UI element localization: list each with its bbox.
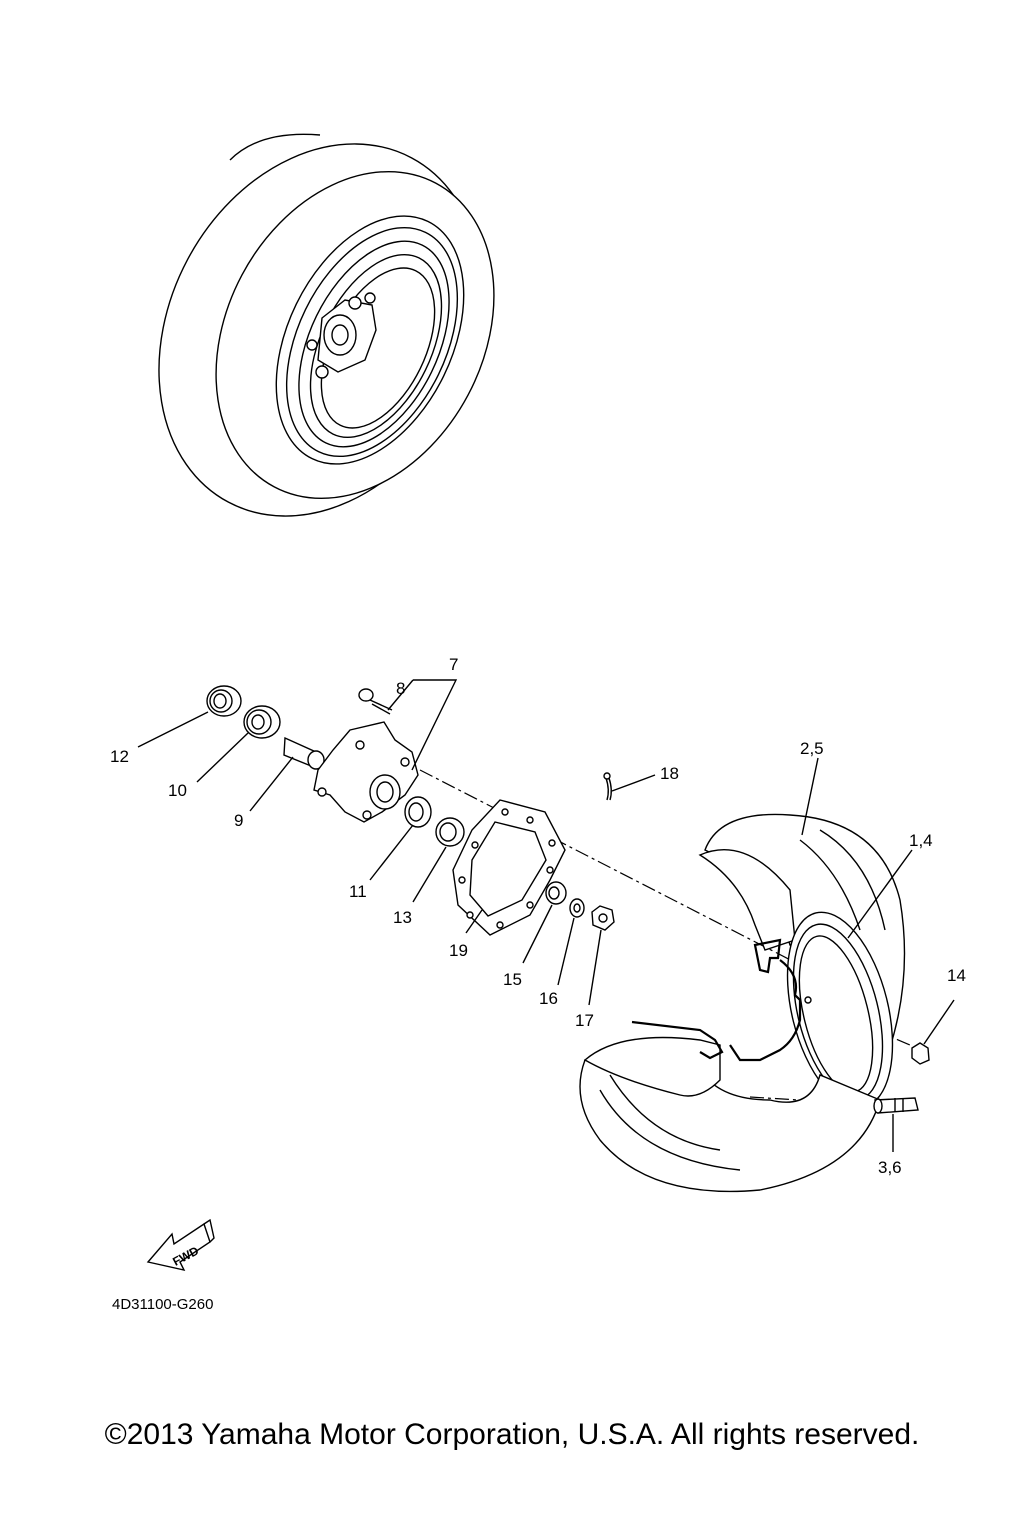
part-14-nut: [911, 1042, 930, 1065]
callout-14: 14: [947, 966, 966, 985]
callout-19: 19: [449, 941, 468, 960]
callout-10: 10: [168, 781, 187, 800]
callout-12: 12: [110, 747, 129, 766]
callout-8: 8: [396, 679, 405, 698]
part-7-hub: [313, 721, 419, 823]
part-19-brake-disc: [452, 799, 566, 936]
callout-16: 16: [539, 989, 558, 1008]
part-11-bearing: [404, 796, 432, 828]
diagram-code: 4D31100-G260: [112, 1296, 213, 1313]
part-16-washer: [569, 898, 585, 918]
copyright-notice: ©2013 Yamaha Motor Corporation, U.S.A. A…: [104, 1418, 920, 1451]
tire-lower-half: [579, 1020, 881, 1193]
callout-18: 18: [660, 764, 679, 783]
callout-1-4: 1,4: [909, 831, 933, 850]
part-3-6-valve: [873, 1097, 919, 1114]
part-12-bearing: [206, 685, 242, 717]
part-9-spacer: [283, 736, 325, 770]
callout-3-6: 3,6: [878, 1158, 902, 1177]
leader-lines: [137, 679, 955, 1152]
callout-11: 11: [349, 882, 367, 901]
part-10-bearing: [243, 705, 281, 739]
part-13-bearing: [435, 817, 465, 847]
assembled-wheel: [158, 133, 495, 517]
part-15-collar: [545, 881, 567, 905]
callout-15: 15: [503, 970, 522, 989]
callout-17: 17: [575, 1011, 594, 1030]
part-17-nut: [591, 905, 615, 931]
part-1-4-rim: [729, 911, 894, 1109]
callout-13: 13: [393, 908, 412, 927]
callout-2-5: 2,5: [800, 739, 824, 758]
part-8-bolt: [358, 688, 393, 715]
callout-9: 9: [234, 811, 243, 830]
forward-arrow-icon: FWD: [146, 1218, 215, 1272]
callout-7: 7: [449, 655, 458, 674]
part-18-cotter-pin: [603, 772, 612, 801]
